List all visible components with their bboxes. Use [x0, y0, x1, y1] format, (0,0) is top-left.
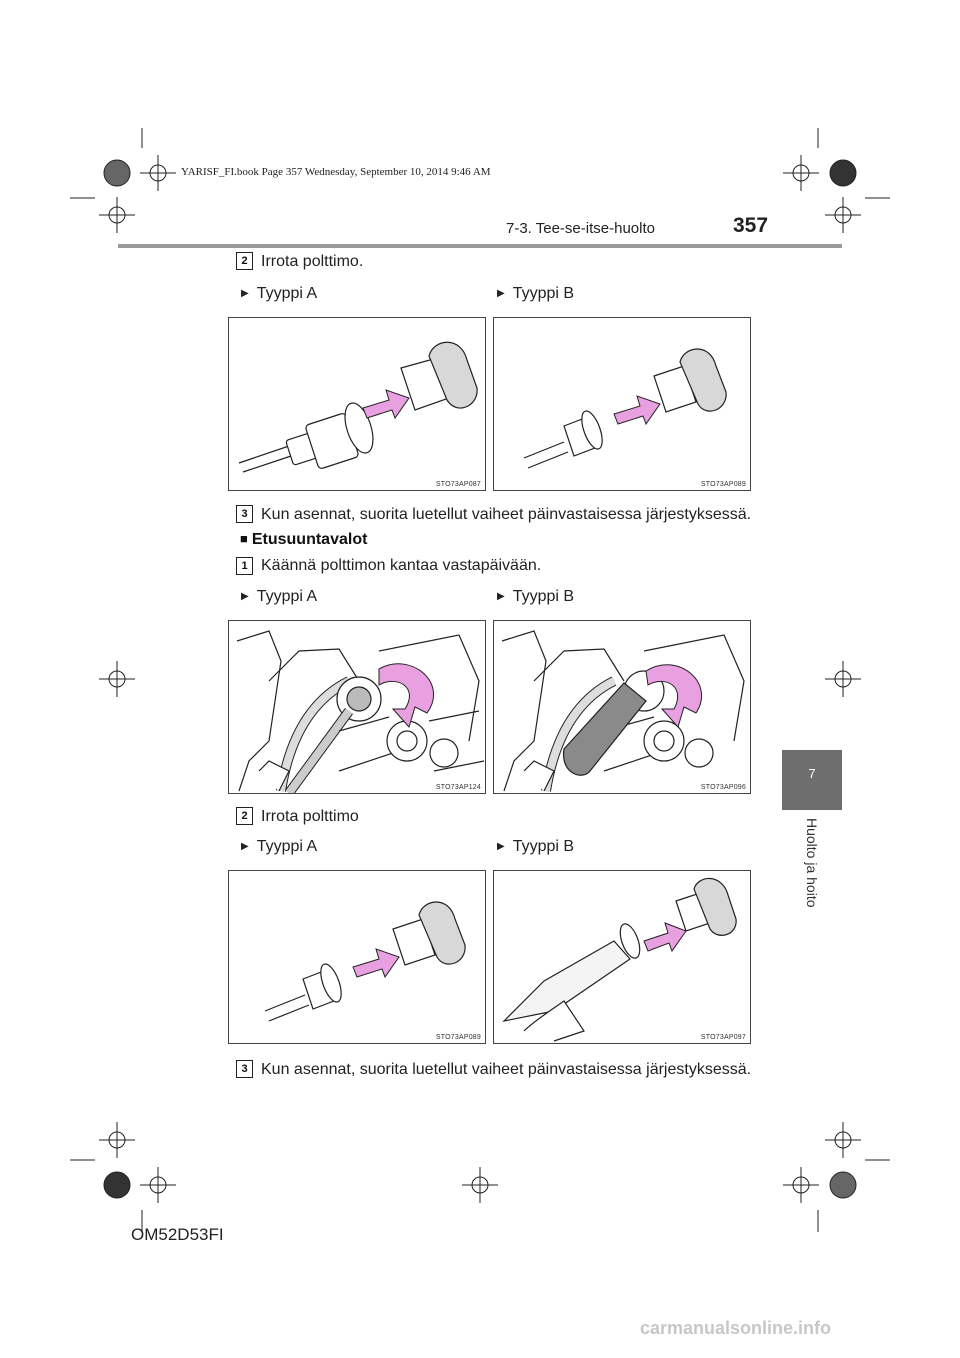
arrow-icon [643, 922, 687, 953]
type-label-a: ▶Tyyppi A [241, 285, 318, 302]
socket-holder [563, 682, 647, 776]
figure-code: STO73AP089 [435, 1034, 481, 1041]
figure-bulb-removal-type-b: STO73AP089 [493, 317, 751, 491]
step-number: 3 [236, 505, 253, 523]
figure-bulb-removal-type-b: STO73AP097 [493, 870, 751, 1044]
type-label-b: ▶Tyyppi B [497, 588, 575, 605]
figure-code: STO73AP087 [435, 481, 481, 488]
arrow-icon [352, 948, 400, 979]
figure-code: STO73AP089 [700, 481, 746, 488]
section-heading: ■Etusuuntavalot [240, 531, 368, 548]
step-number: 2 [236, 807, 253, 825]
type-label-b: ▶Tyyppi B [497, 838, 575, 855]
chapter-tab [782, 750, 842, 810]
step-text: Irrota polttimo [261, 808, 359, 825]
step-number: 1 [236, 557, 253, 575]
figure-code: STO73AP097 [700, 1034, 746, 1041]
watermark: carmanualsonline.info [640, 1318, 832, 1338]
step-number: 3 [236, 1060, 253, 1078]
type-label-a: ▶Tyyppi A [241, 838, 318, 855]
step-number: 2 [236, 252, 253, 270]
arrow-icon [362, 389, 410, 420]
step-text: Kun asennat, suorita luetellut vaiheet p… [261, 1061, 752, 1078]
headlamp-illustration [236, 630, 485, 793]
headlamp-illustration [501, 630, 745, 792]
step-text: Kun asennat, suorita luetellut vaiheet p… [261, 506, 752, 523]
section-title: 7-3. Tee-se-itse-huolto [506, 220, 655, 237]
figure-code: STO73AP124 [435, 784, 481, 791]
bulb-illustration [264, 901, 466, 1022]
step-text: Irrota polttimo. [261, 253, 364, 270]
arrow-icon [613, 395, 661, 426]
registration-wheel-icon [103, 159, 857, 1199]
figure-code: STO73AP096 [700, 784, 746, 791]
step-text: Käännä polttimon kantaa vastapäivään. [261, 557, 542, 574]
bulb-illustration [502, 877, 737, 1042]
triangle-bullet-icon: ▶ [241, 591, 249, 602]
figure-bulb-removal-type-a: STO73AP087 [228, 317, 486, 491]
rotate-arrow-icon [645, 664, 702, 729]
book-info: YARISF_FI.book Page 357 Wednesday, Septe… [181, 166, 491, 178]
chapter-tab-number: 7 [808, 766, 816, 781]
bulb-illustration [523, 348, 727, 469]
chapter-label-text: Huolto ja hoito [804, 818, 820, 908]
manual-code: OM52D53FI [131, 1225, 224, 1244]
type-label-a: ▶Tyyppi A [241, 588, 318, 605]
figure-turn-socket-type-a: STO73AP124 [228, 620, 486, 794]
triangle-bullet-icon: ▶ [241, 288, 249, 299]
triangle-bullet-icon: ▶ [497, 288, 505, 299]
triangle-bullet-icon: ▶ [497, 841, 505, 852]
crosshair-icon [99, 155, 861, 1203]
triangle-bullet-icon: ▶ [241, 841, 249, 852]
triangle-bullet-icon: ▶ [497, 591, 505, 602]
page-number: 357 [733, 214, 769, 237]
rotate-arrow-icon [378, 663, 434, 729]
figure-turn-socket-type-b: STO73AP096 [493, 620, 751, 794]
type-label-b: ▶Tyyppi B [497, 285, 575, 302]
bulb-illustration [238, 341, 478, 473]
header-rule [118, 244, 842, 248]
square-bullet-icon: ■ [240, 531, 248, 546]
figure-bulb-removal-type-a: STO73AP089 [228, 870, 486, 1044]
chapter-label: Huolto ja hoito [780, 818, 844, 918]
